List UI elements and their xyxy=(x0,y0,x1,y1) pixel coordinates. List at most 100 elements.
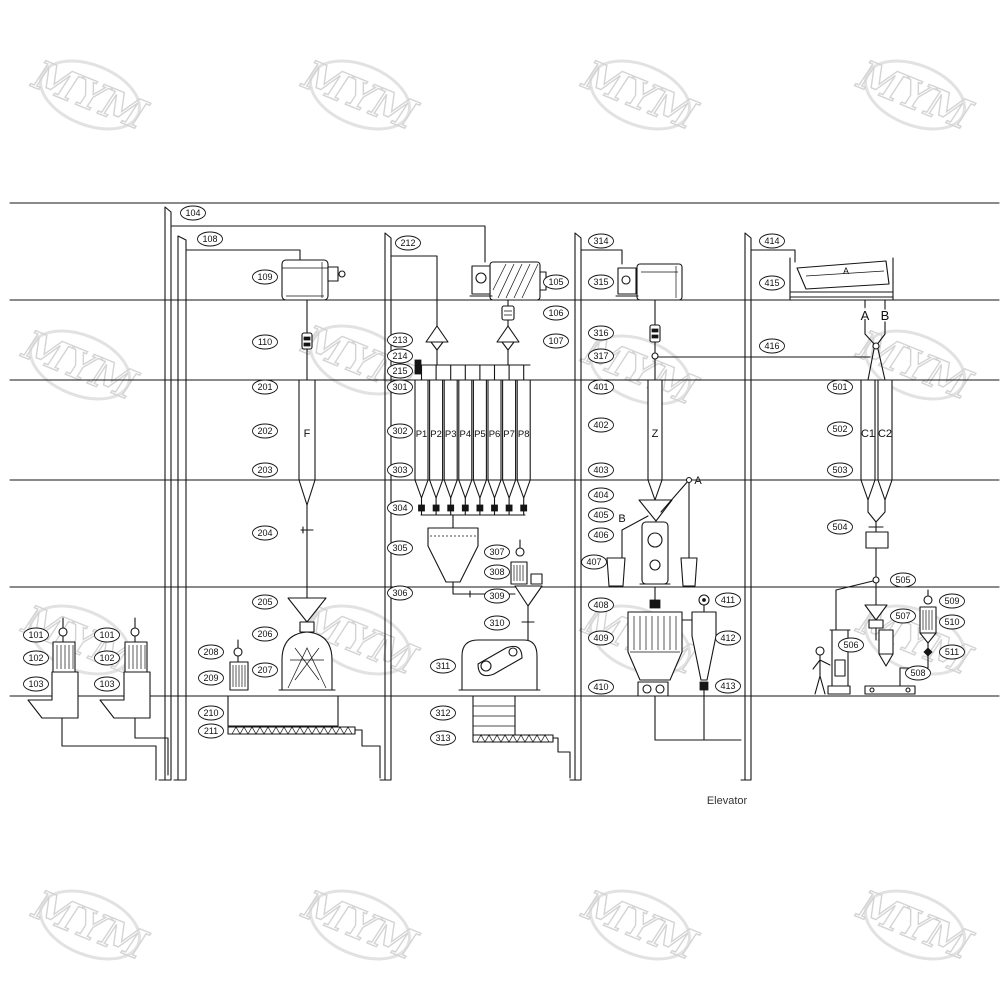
sieve-outlets-416: A B xyxy=(859,299,891,381)
batching-bin: P6 xyxy=(487,364,502,516)
callout-number: 415 xyxy=(764,278,779,288)
bin-hopper xyxy=(443,479,458,499)
callout-oval xyxy=(387,462,413,478)
motor-icon xyxy=(58,627,68,637)
callout-oval xyxy=(588,630,614,646)
callout-number: 305 xyxy=(392,543,407,553)
callout-labels: 1041081091102012022032042052062072082092… xyxy=(23,205,965,746)
callout-number: 207 xyxy=(257,665,272,675)
operator-head xyxy=(815,646,825,656)
bin-hopper xyxy=(877,479,893,501)
intake-unit-2 xyxy=(99,617,169,776)
magnet-detail xyxy=(303,336,311,347)
callout-oval xyxy=(23,676,49,692)
screw-conveyor xyxy=(472,734,554,743)
mill-platform xyxy=(227,695,339,727)
callout-oval xyxy=(252,269,278,285)
conveyor-outlet-pipe xyxy=(552,737,571,779)
callout-215: 215 xyxy=(387,363,413,379)
outlet-pipe xyxy=(654,695,742,741)
motor-icon xyxy=(233,647,243,657)
pipe-104 xyxy=(171,225,486,263)
callout-oval xyxy=(715,630,741,646)
cooler-slats xyxy=(630,616,680,653)
watermark-ring xyxy=(588,59,692,131)
callout-103: 103 xyxy=(94,676,120,692)
magnet-detail xyxy=(651,328,659,339)
callout-oval xyxy=(715,678,741,694)
callout-oval xyxy=(484,544,510,560)
callout-oval xyxy=(252,379,278,395)
outlet-pipe-b xyxy=(875,299,886,347)
conveyor-210-211 xyxy=(227,695,381,779)
callout-oval xyxy=(588,679,614,695)
sieve-body xyxy=(636,263,683,301)
outlet-label-b: B xyxy=(881,308,890,323)
intake-hopper xyxy=(99,671,151,719)
outlet-pipe-a xyxy=(864,299,877,347)
callout-number: 107 xyxy=(548,336,563,346)
callout-511: 511 xyxy=(939,644,965,660)
intake-hopper xyxy=(27,671,79,719)
filter-cone xyxy=(919,632,937,644)
air-duct xyxy=(681,604,705,621)
callout-number: 315 xyxy=(593,277,608,287)
callout-210: 210 xyxy=(198,705,224,721)
mill-feed-hopper xyxy=(287,597,327,623)
callout-number: 210 xyxy=(203,708,218,718)
packing-conveyor xyxy=(864,685,916,695)
magnet-body xyxy=(649,324,661,343)
callout-415: 415 xyxy=(759,275,785,291)
callout-oval xyxy=(387,500,413,516)
callout-number: 306 xyxy=(392,588,407,598)
callout-number: 313 xyxy=(435,733,450,743)
callout-oval xyxy=(387,363,413,379)
batch-feeder xyxy=(432,504,440,512)
callout-number: 416 xyxy=(764,341,779,351)
callout-405: 405 xyxy=(588,507,614,523)
watermark-ring xyxy=(308,59,412,131)
elevator-head-pipes xyxy=(171,225,796,327)
callout-number: 203 xyxy=(257,465,272,475)
callout-317: 317 xyxy=(588,348,614,364)
callout-number: 314 xyxy=(593,236,608,246)
magnet-body xyxy=(301,332,313,350)
callout-number: 101 xyxy=(28,630,43,640)
dust-filter xyxy=(52,641,76,673)
filler-platform xyxy=(827,685,851,695)
magnet-110 xyxy=(301,299,313,381)
hammer-mill-205-207 xyxy=(278,597,336,691)
callout-507: 507 xyxy=(890,608,916,624)
feeder-106-cyclone-107 xyxy=(496,299,520,366)
bin-hopper xyxy=(516,479,531,499)
pipe-414 xyxy=(750,249,796,263)
callout-number: 508 xyxy=(910,668,925,678)
bag-filling-station-506 xyxy=(812,629,851,695)
grading-sieve-415: A xyxy=(789,257,894,301)
callout-oval xyxy=(588,325,614,341)
elevator-4 xyxy=(569,232,582,781)
callout-number: 303 xyxy=(392,465,407,475)
callout-number: 308 xyxy=(489,567,504,577)
branch-label: A xyxy=(694,475,702,487)
callout-oval xyxy=(827,462,853,478)
callout-303: 303 xyxy=(387,462,413,478)
callout-oval xyxy=(890,572,916,588)
callout-number: 407 xyxy=(586,557,601,567)
batch-feeder xyxy=(476,504,484,512)
elevator-2 xyxy=(173,235,187,781)
callout-oval xyxy=(198,670,224,686)
callout-101: 101 xyxy=(94,627,120,643)
callout-oval xyxy=(588,348,614,364)
callout-oval xyxy=(939,593,965,609)
callout-313: 313 xyxy=(430,730,456,746)
callout-510: 510 xyxy=(939,614,965,630)
callout-number: 504 xyxy=(832,522,847,532)
batch-feeder xyxy=(461,504,469,512)
callout-501: 501 xyxy=(827,379,853,395)
sieve-detail xyxy=(641,266,678,298)
elevator-5 xyxy=(740,232,752,781)
callout-502: 502 xyxy=(827,421,853,437)
callout-oval xyxy=(387,423,413,439)
callout-number: 403 xyxy=(593,465,608,475)
